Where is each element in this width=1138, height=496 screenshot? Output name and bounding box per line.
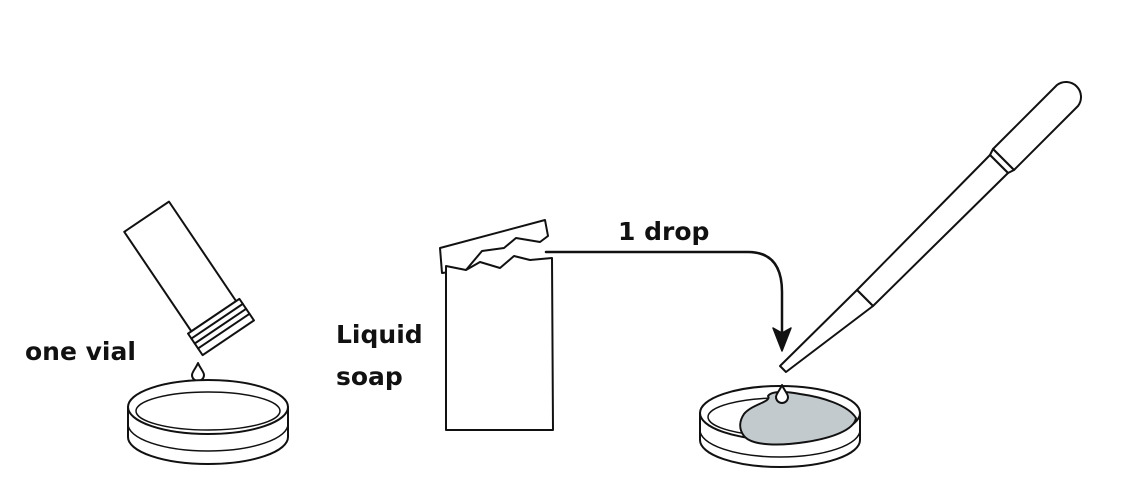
vial-drop-icon xyxy=(191,362,205,382)
vial-label: one vial xyxy=(25,337,136,366)
petri-dish-right xyxy=(699,385,861,468)
vial-cap-ridge xyxy=(193,307,248,345)
dish-base-line xyxy=(127,423,289,452)
soap-film xyxy=(739,391,857,446)
pipette-drop-icon xyxy=(775,384,789,404)
pipette xyxy=(779,81,1082,373)
soap-packet xyxy=(439,219,554,431)
soap-label-line1: Liquid xyxy=(336,320,423,349)
pipette-tube xyxy=(856,154,1009,307)
vial-cap-ridge xyxy=(197,312,251,350)
dish-base-line xyxy=(699,429,861,458)
dish-inner-rim xyxy=(135,391,281,431)
arrow-head-icon xyxy=(772,327,792,352)
packet-body xyxy=(445,255,554,431)
pipette-tip xyxy=(779,289,874,373)
pipette-bulb xyxy=(992,81,1082,171)
arrow-label: 1 drop xyxy=(618,217,709,246)
petri-dish-left xyxy=(127,379,289,465)
soap-label-line2: soap xyxy=(336,362,403,391)
vial xyxy=(123,200,255,357)
drop-arrow xyxy=(544,250,784,337)
vial-cap-ridge xyxy=(190,302,244,340)
dish-rim xyxy=(127,379,289,435)
